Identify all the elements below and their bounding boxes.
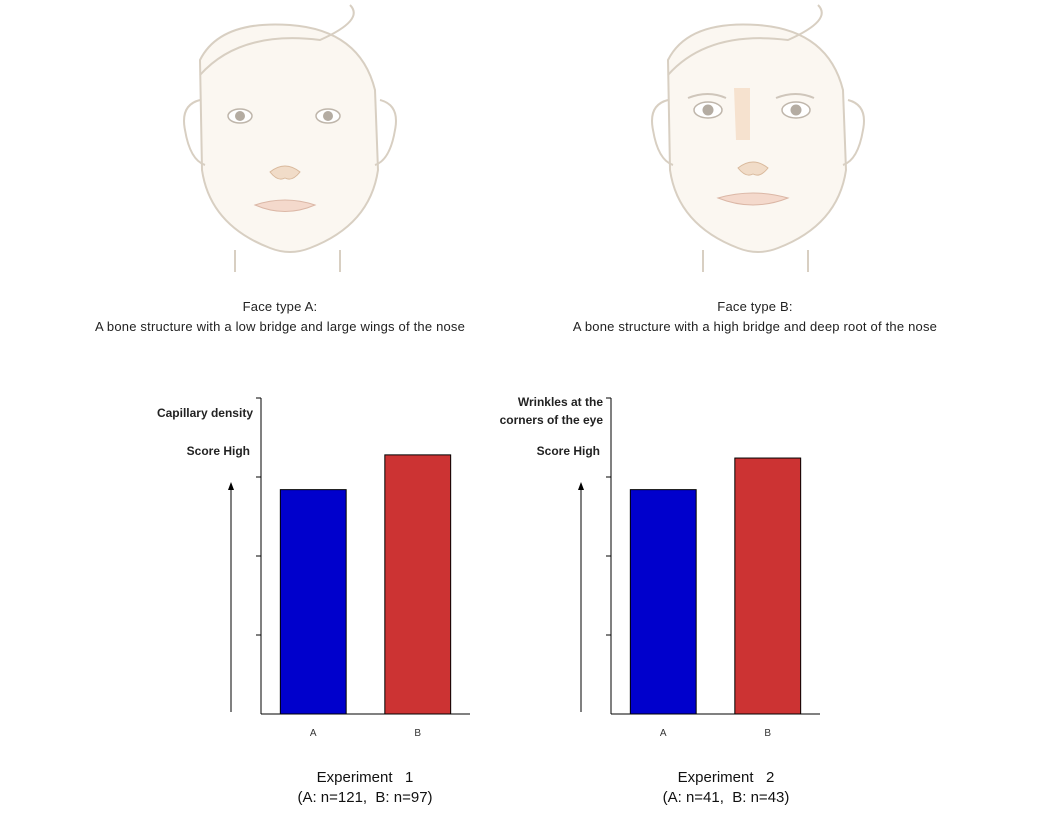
x-tick-label-b: B [764,728,771,739]
chart-experiment-2: Wrinkles at the corners of the eye Score… [500,395,820,739]
face-type-b-caption: Face type B: A bone structure with a hig… [505,297,1005,337]
y-axis-title: Capillary density [157,406,253,420]
score-high-label: Score High [187,444,250,458]
y-axis-title-line-2: corners of the eye [500,413,604,427]
face-type-b-title: Face type B: [717,299,793,314]
face-type-a-description: A bone structure with a low bridge and l… [94,319,466,334]
score-arrow-head [578,482,584,490]
experiment-2-sample-sizes: (A: n=41, B: n=43) [662,789,790,806]
face-type-a-title: Face type A: [242,299,318,314]
bar-b [384,454,452,715]
x-tick-label-a: A [310,728,317,739]
experiment-2-title: Experiment 2 [677,769,775,786]
face-type-a-illustration [183,4,397,272]
face-type-b-illustration [651,4,865,272]
experiment-2-caption: Experiment 2 (A: n=41, B: n=43) [576,768,876,808]
score-arrow-head [228,482,234,490]
face-type-a-caption: Face type A: A bone structure with a low… [30,297,530,337]
face-type-b-description: A bone structure with a high bridge and … [572,319,938,334]
bar-a [629,489,697,715]
x-tick-label-b: B [414,728,421,739]
y-axis-title-line-1: Wrinkles at the [518,395,603,409]
experiment-1-sample-sizes: (A: n=121, B: n=97) [297,789,433,806]
bar-a [279,489,347,715]
bar-b [734,457,802,715]
experiment-1-caption: Experiment 1 (A: n=121, B: n=97) [215,768,515,808]
score-high-label: Score High [537,444,600,458]
experiment-1-title: Experiment 1 [316,769,414,786]
x-tick-label-a: A [660,728,667,739]
